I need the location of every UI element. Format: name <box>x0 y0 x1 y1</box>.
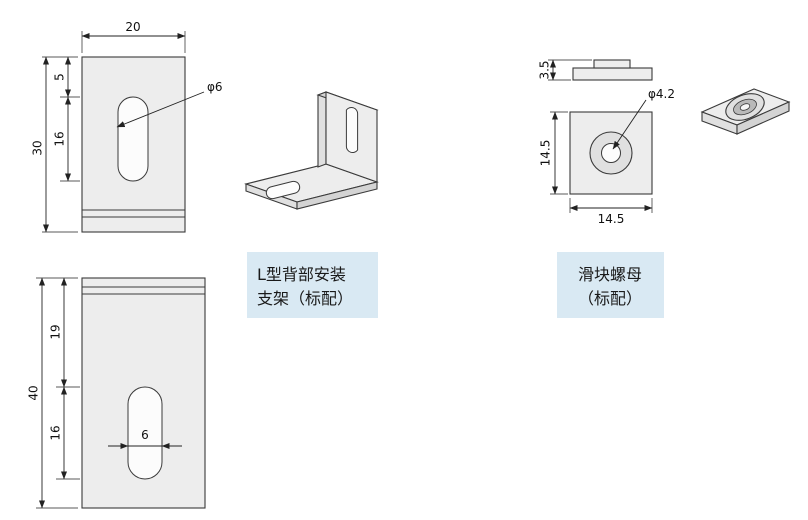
bracket-label: L型背部安装 支架（标配） <box>247 252 378 318</box>
nut-front-view: φ4.2 14.5 14.5 <box>539 87 676 226</box>
nut-boss-profile <box>593 59 631 69</box>
dim-nut-side-text: 14.5 <box>539 140 553 167</box>
dim-nut-bottom: 14.5 <box>569 198 653 226</box>
nut-hole-circle <box>601 143 621 163</box>
plate-slot <box>117 96 149 182</box>
bracket-leg-slot <box>345 106 359 154</box>
bracket-plate-front-view: 20 30 5 16 φ6 <box>31 20 223 233</box>
dim-plate2-slot-width-text: 6 <box>141 428 149 442</box>
dim-plate2-slot-width: 6 <box>108 428 182 450</box>
nut-iso-hole <box>739 103 751 111</box>
dim-nut-bottom-text: 14.5 <box>598 212 625 226</box>
dim-plate1-slot-text: 16 <box>53 131 67 146</box>
bracket-label-line2: 支架（标配） <box>257 289 353 308</box>
nut-base-profile <box>572 67 653 81</box>
bracket-isometric-view <box>244 91 379 210</box>
dim-plate2-slot: 16 <box>49 386 80 480</box>
dim-plate2-upper: 19 <box>49 277 80 388</box>
dim-plate1-height-text: 30 <box>31 140 45 155</box>
long-plate-front-view: 40 19 16 6 <box>27 277 206 509</box>
callout-plate1-hole-text: φ6 <box>207 80 223 94</box>
dim-plate2-upper-text: 19 <box>49 324 63 339</box>
dim-plate1-offset-text: 5 <box>53 73 67 81</box>
nut-label-line2: （标配） <box>578 289 642 308</box>
dim-plate2-height-text: 40 <box>27 385 41 400</box>
dim-nut-thickness-text: 3.5 <box>538 60 552 79</box>
long-plate-slot <box>127 386 163 480</box>
bracket-leg-side-face <box>317 91 327 168</box>
callout-nut-hole-text: φ4.2 <box>648 87 675 101</box>
dim-plate1-width-text: 20 <box>125 20 140 34</box>
dim-plate1-height: 30 <box>31 56 78 233</box>
dim-plate2-slot-text: 16 <box>49 425 63 440</box>
nut-side-view: 3.5 <box>538 59 653 81</box>
bracket-label-line1: L型背部安装 <box>257 265 346 284</box>
bracket-flange-front-right-face <box>296 181 378 210</box>
bracket-label-box <box>247 252 378 318</box>
nut-iso-right-face <box>736 101 790 135</box>
nut-isometric-view <box>700 88 791 135</box>
nut-label-box <box>557 252 664 318</box>
dim-plate1-width: 20 <box>81 20 186 53</box>
nut-label-line1: 滑块螺母 <box>578 265 642 284</box>
dim-nut-side: 14.5 <box>539 111 568 195</box>
dim-plate1-slot: 16 <box>53 96 80 182</box>
dim-nut-thickness: 3.5 <box>538 59 592 81</box>
dim-plate2-height: 40 <box>27 277 78 509</box>
dim-plate1-offset: 5 <box>53 56 80 98</box>
callout-nut-hole: φ4.2 <box>612 87 675 150</box>
callout-plate1-hole: φ6 <box>116 80 223 128</box>
bracket-flange-slot <box>265 180 301 200</box>
nut-label: 滑块螺母 （标配） <box>557 252 664 318</box>
